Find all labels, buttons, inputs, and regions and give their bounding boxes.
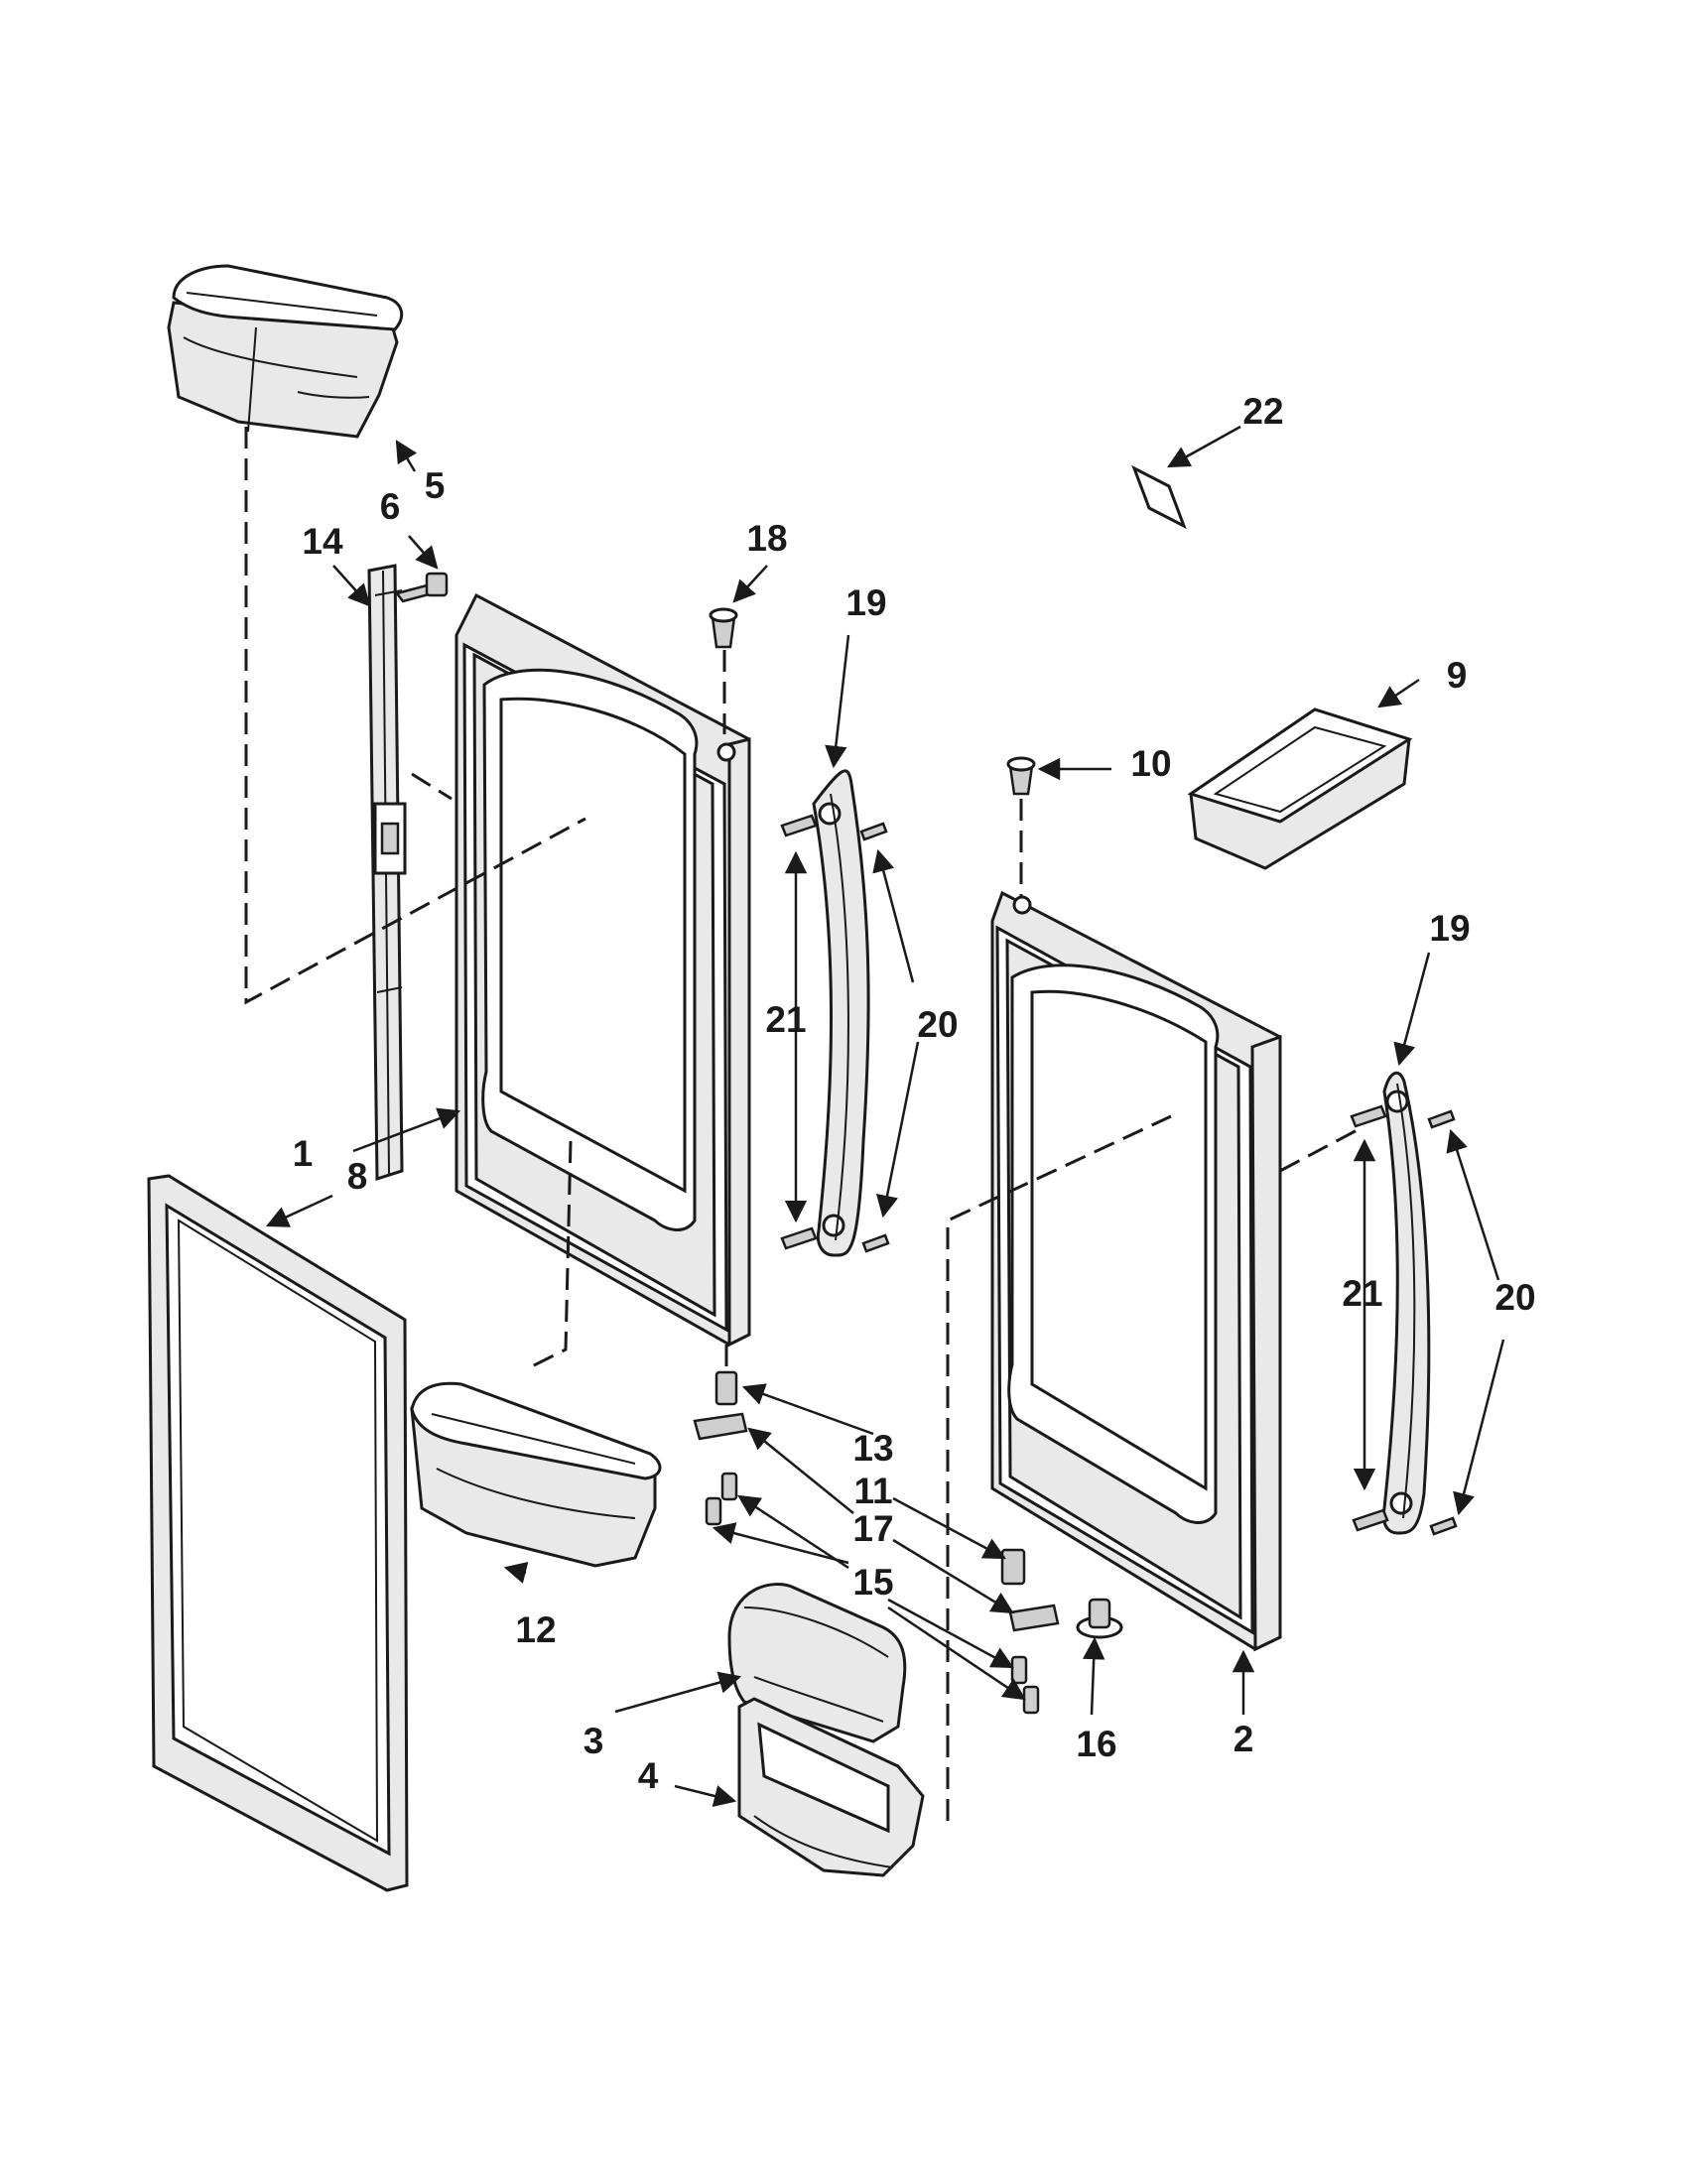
label-part-1: 1 (293, 1133, 314, 1174)
door-bin-upper (167, 264, 404, 439)
label-part-20-left: 20 (917, 1004, 958, 1045)
label-part-14: 14 (302, 521, 343, 562)
assembly-line-bin-upper (244, 427, 586, 1005)
hinge-screws-part-15-right (1010, 1655, 1040, 1715)
label-part-9: 9 (1447, 655, 1468, 696)
label-part-20-right: 20 (1494, 1277, 1535, 1318)
label-part-6: 6 (380, 486, 401, 527)
label-part-17: 17 (852, 1508, 893, 1549)
bushing-part-10 (1006, 756, 1036, 796)
hinge-bracket-part-17-left (693, 1412, 748, 1441)
door-trim-strip (367, 564, 407, 1182)
ice-bin-cover (727, 1583, 907, 1743)
label-part-5: 5 (425, 465, 446, 506)
assembly-line-bin-lower (525, 1140, 573, 1371)
handle-screws-right (1350, 1104, 1458, 1536)
label-part-19-right: 19 (1429, 908, 1470, 949)
assembly-line-handle-right (1279, 1124, 1365, 1173)
dairy-tray (1187, 707, 1413, 870)
label-part-16: 16 (1076, 1724, 1116, 1764)
label-part-11: 11 (853, 1471, 892, 1511)
label-part-12: 12 (515, 1609, 556, 1650)
label-part-3: 3 (584, 1721, 604, 1761)
label-part-2: 2 (1233, 1719, 1254, 1759)
handle-screws-left (780, 814, 890, 1253)
door-gasket (147, 1174, 409, 1892)
left-door-handle (812, 769, 870, 1257)
assembly-line-trim (411, 772, 453, 801)
label-part-21-left: 21 (765, 999, 806, 1040)
label-part-18: 18 (746, 518, 787, 559)
part-labels: 1 2 3 4 5 6 8 9 10 11 12 13 14 15 16 17 … (293, 391, 1536, 1796)
label-part-15: 15 (852, 1562, 893, 1603)
screw-part-6 (394, 572, 449, 603)
left-door (454, 592, 751, 1348)
hinge-screws-part-15-left (705, 1472, 738, 1526)
label-part-8: 8 (347, 1156, 368, 1197)
label-part-10: 10 (1130, 743, 1171, 784)
hinge-bracket-part-17-right (1008, 1604, 1060, 1632)
hinge-pin-part-16 (1076, 1598, 1123, 1639)
hinge-bushing-part-11 (1000, 1548, 1026, 1586)
leader-lines (265, 425, 1505, 1808)
hinge-bushing-part-13 (714, 1370, 738, 1406)
assembly-line-ice-bin (946, 1114, 1172, 1821)
label-part-19-left: 19 (845, 582, 886, 623)
bushing-part-18 (709, 607, 738, 649)
label-part-22: 22 (1242, 391, 1283, 432)
right-door (990, 890, 1282, 1652)
label-part-22 (1131, 464, 1187, 530)
door-bin-lower (410, 1381, 662, 1568)
right-door-handle (1381, 1071, 1431, 1535)
label-part-13: 13 (852, 1428, 893, 1469)
label-part-21-right: 21 (1342, 1273, 1382, 1314)
label-part-4: 4 (638, 1755, 659, 1796)
ice-bin (737, 1697, 925, 1877)
